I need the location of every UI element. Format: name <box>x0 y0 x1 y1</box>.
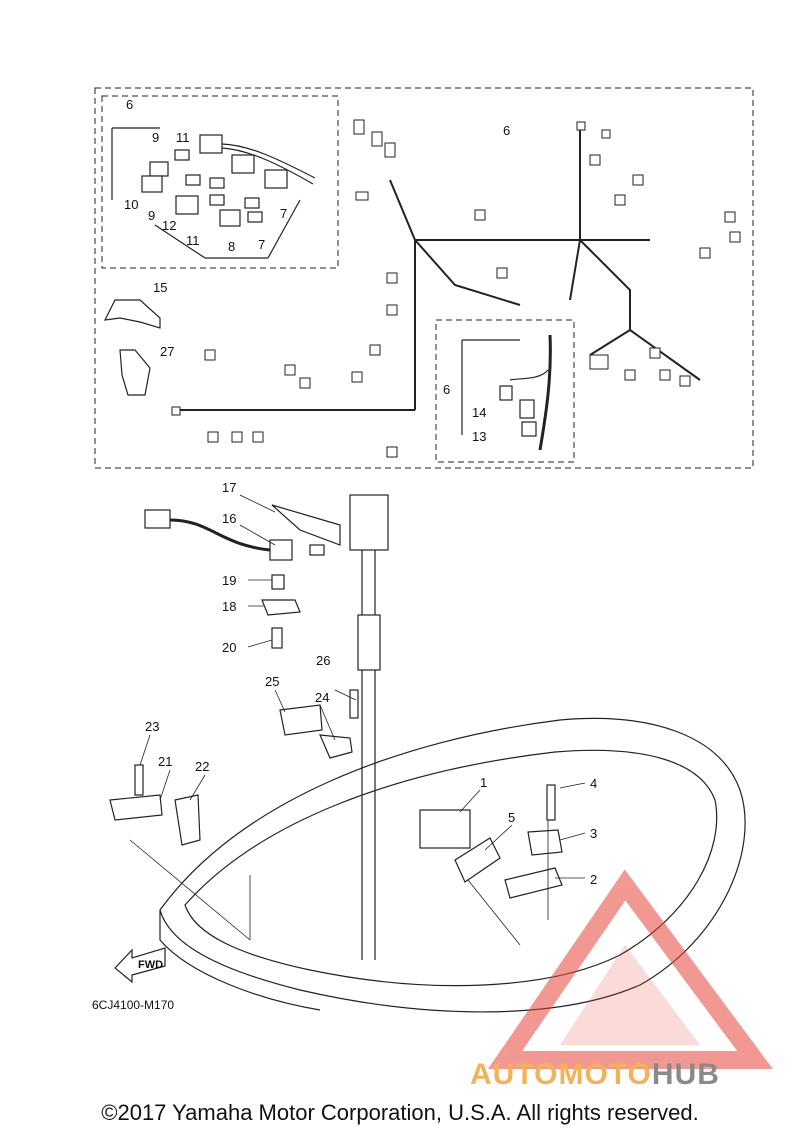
callout-6: 6 <box>503 123 510 138</box>
watermark-logo <box>487 869 773 1069</box>
callout-12: 12 <box>162 218 176 233</box>
callout-11: 11 <box>186 233 200 248</box>
callout-9: 9 <box>148 208 155 223</box>
harness-frame <box>94 87 754 469</box>
callout-24: 24 <box>315 690 329 705</box>
callout-7: 7 <box>280 206 287 221</box>
connector-set-frame <box>101 95 339 269</box>
bottom-cowling <box>159 717 746 1013</box>
callout-6: 6 <box>126 97 133 112</box>
grommet-parts <box>109 689 563 899</box>
callout-27: 27 <box>160 344 174 359</box>
copyright-notice: ©2017 Yamaha Motor Corporation, U.S.A. A… <box>101 1100 699 1125</box>
callouts: 1 2 3 4 5 6 6 6 7 7 8 9 9 10 11 11 12 13… <box>124 97 597 887</box>
callout-26: 26 <box>316 653 330 668</box>
callout-7: 7 <box>258 237 265 252</box>
callout-15: 15 <box>153 280 167 295</box>
harness-connectors <box>171 119 741 458</box>
callout-20: 20 <box>222 640 236 655</box>
wire-harness <box>175 130 701 411</box>
callout-6: 6 <box>443 382 450 397</box>
shift-rod <box>349 494 389 960</box>
callout-9: 9 <box>152 130 159 145</box>
leader-lines <box>129 494 586 946</box>
watermark-text-part1: AUTOMOTO <box>470 1058 652 1091</box>
fwd-label: FWD <box>138 959 163 971</box>
watermark-text-part2: HUB <box>651 1058 720 1091</box>
callout-16: 16 <box>222 511 236 526</box>
clamps <box>103 299 161 396</box>
callout-14: 14 <box>472 405 486 420</box>
callout-8: 8 <box>228 239 235 254</box>
diagram-code: 6CJ4100-M170 <box>92 998 174 1012</box>
callout-13: 13 <box>472 429 486 444</box>
callout-3: 3 <box>590 826 597 841</box>
callout-25: 25 <box>265 674 279 689</box>
callout-19: 19 <box>222 573 236 588</box>
fwd-arrow: FWD <box>114 947 166 984</box>
callout-23: 23 <box>145 719 159 734</box>
connector-group <box>111 127 316 259</box>
sub-harness <box>461 334 552 451</box>
callout-22: 22 <box>195 759 209 774</box>
callout-5: 5 <box>508 810 515 825</box>
callout-18: 18 <box>222 599 236 614</box>
callout-10: 10 <box>124 197 138 212</box>
callout-1: 1 <box>480 775 487 790</box>
callout-11: 11 <box>176 130 190 145</box>
callout-4: 4 <box>590 776 597 791</box>
callout-2: 2 <box>590 872 597 887</box>
callout-17: 17 <box>222 480 236 495</box>
sensor-bracket <box>144 504 341 649</box>
watermark-text: AUTOMOTOHUB <box>470 1058 720 1092</box>
callout-21: 21 <box>158 754 172 769</box>
